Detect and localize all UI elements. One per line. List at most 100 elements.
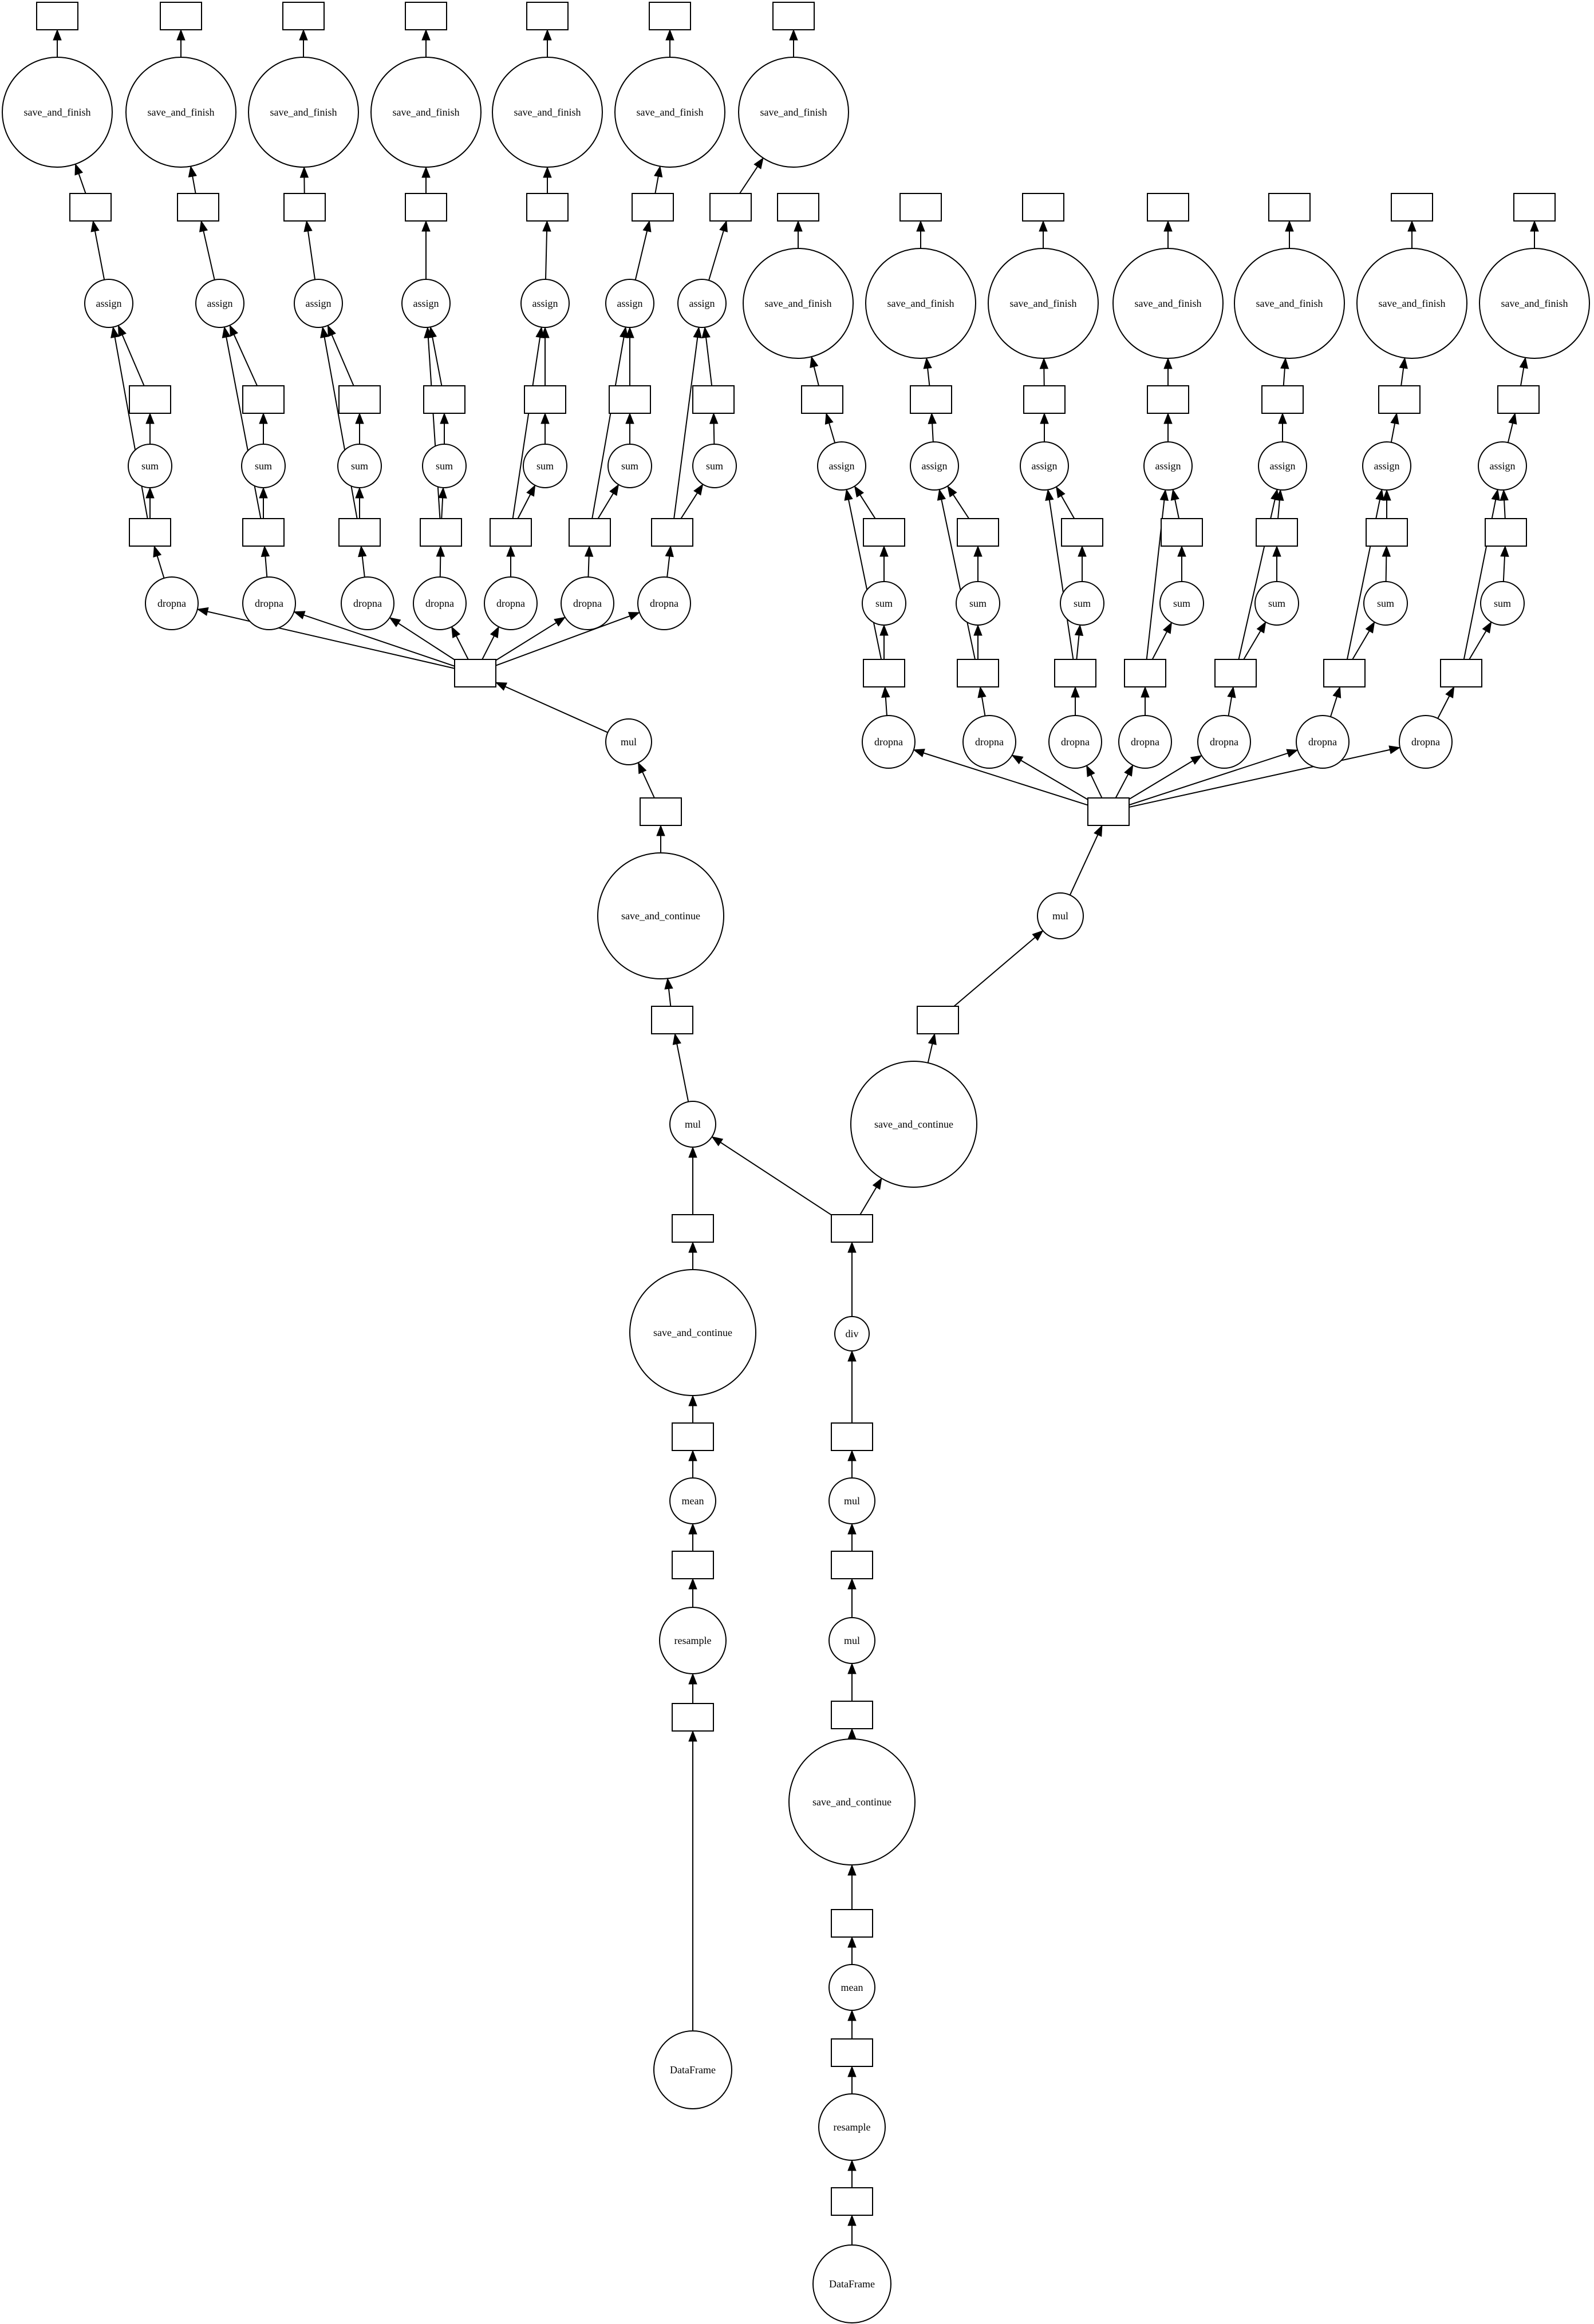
- edge-line: [1129, 752, 1288, 806]
- node-label: assign: [689, 298, 715, 309]
- node-circle: [597, 852, 724, 979]
- arrowhead: [153, 545, 162, 558]
- edge-assignR2-to-baR2: [928, 412, 937, 442]
- edge-line: [885, 697, 887, 716]
- edge-baL3-to-sfL3: [299, 166, 309, 194]
- node-circle: [850, 1061, 977, 1188]
- node-box: [1440, 659, 1482, 687]
- edge-b_sc3-to-mulC: [847, 1662, 857, 1701]
- task-node-sfR4: save_and_finish: [1112, 248, 1224, 359]
- task-node-mean1: mean: [669, 1477, 716, 1524]
- node-circle: [817, 441, 866, 491]
- node-circle: [1197, 715, 1251, 769]
- edge-line: [713, 423, 715, 445]
- arrowhead: [794, 220, 803, 232]
- edge-line: [739, 166, 758, 194]
- edge-baR1-to-sfR1: [810, 355, 819, 386]
- arrowhead: [789, 29, 798, 41]
- task-node-assignL6: assign: [605, 279, 654, 328]
- data-node-bfL1: [36, 2, 78, 30]
- node-label: dropna: [1411, 736, 1440, 748]
- arrowhead: [421, 220, 431, 232]
- node-box: [1054, 659, 1096, 687]
- edge-line: [705, 337, 713, 386]
- node-circle: [605, 718, 652, 765]
- arrowhead: [540, 412, 550, 424]
- arrowhead: [424, 326, 433, 338]
- edge-bdL4-to-assignL4: [424, 326, 441, 519]
- edge-assignL5-to-baL5: [542, 220, 551, 280]
- node-circle: [128, 444, 172, 488]
- edge-bdL5-to-assignL5: [512, 326, 545, 519]
- node-label: dropna: [1061, 736, 1090, 748]
- node-box: [672, 1214, 714, 1243]
- node-circle: [669, 1101, 716, 1148]
- arrowhead: [628, 612, 641, 620]
- edge-assignR4-to-baR4: [1163, 412, 1173, 442]
- arrowhead: [928, 412, 937, 424]
- arrowhead: [1032, 930, 1044, 941]
- edge-df1-to-b_df1: [688, 1730, 697, 2031]
- edge-bdL3-to-sumL3: [355, 487, 364, 519]
- edge-baR5-to-sfR5: [1280, 357, 1289, 386]
- edge-baR3-to-sfR3: [1039, 357, 1049, 386]
- arrowhead: [1124, 764, 1134, 777]
- edge-bdL7-to-sumL7: [680, 483, 704, 519]
- node-circle: [1362, 441, 1411, 491]
- data-node-bdR3: [1054, 659, 1096, 687]
- node-box: [338, 518, 381, 547]
- node-circle: [145, 576, 199, 630]
- data-node-bfR6: [1391, 193, 1433, 222]
- node-box: [831, 2187, 873, 2216]
- data-node-bdL5: [490, 518, 532, 547]
- arrowhead: [973, 624, 983, 636]
- node-circle: [637, 576, 691, 630]
- edge-bdL4-to-sumL4: [438, 487, 447, 519]
- node-label: save_and_finish: [393, 106, 460, 118]
- edge-baL2-to-sfL2: [188, 165, 197, 194]
- node-label: save_and_finish: [887, 298, 954, 309]
- data-node-baR5: [1261, 385, 1304, 414]
- node-box: [129, 518, 171, 547]
- data-node-bsL5: [524, 385, 566, 414]
- edge-bdR4-to-assignR4: [1146, 489, 1169, 660]
- task-node-mulE: mul: [1037, 892, 1084, 939]
- edge-dropnaR6-to-bdR6: [1329, 686, 1342, 717]
- arrowhead: [1272, 545, 1281, 557]
- node-label: dropna: [1131, 736, 1159, 748]
- node-label: save_and_continue: [653, 1327, 732, 1338]
- arrowhead: [1519, 357, 1528, 369]
- task-node-sfR7: save_and_finish: [1479, 248, 1590, 359]
- arrowhead: [222, 326, 231, 338]
- data-node-bsR7: [1485, 518, 1527, 547]
- edge-sc1-to-b_sc1: [688, 1241, 697, 1270]
- edge-bdL1-to-sumL1: [145, 487, 155, 519]
- arrowhead: [261, 545, 270, 558]
- arrowhead: [436, 545, 445, 557]
- data-node-b_mean1: [672, 1422, 714, 1451]
- edge-line: [1390, 423, 1396, 442]
- edge-line: [597, 493, 614, 519]
- node-box: [1378, 385, 1421, 414]
- edge-bdR1-to-assignR1: [844, 488, 882, 660]
- arrowhead: [701, 326, 711, 338]
- edge-line: [156, 555, 165, 579]
- edge-baL6-to-sfL6: [654, 165, 663, 194]
- edge-baL7-to-sfL7: [739, 157, 764, 194]
- task-node-assignL3: assign: [294, 279, 343, 328]
- node-label: dropna: [157, 598, 186, 609]
- task-node-sumR3: sum: [1060, 581, 1104, 626]
- data-node-bsL3: [338, 385, 381, 414]
- edge-line: [1174, 499, 1180, 519]
- arrowhead: [688, 1241, 697, 1253]
- node-circle: [484, 576, 538, 630]
- edge-assignR6-to-baR6: [1390, 412, 1399, 442]
- data-node-baR4: [1147, 385, 1189, 414]
- arrowhead: [1286, 749, 1299, 758]
- data-node-bdR7: [1440, 659, 1482, 687]
- edge-hubL-to-dropnaL7: [495, 612, 641, 666]
- data-node-b_sc3: [831, 1701, 873, 1729]
- data-node-baR6: [1378, 385, 1421, 414]
- arrowhead: [1056, 486, 1066, 499]
